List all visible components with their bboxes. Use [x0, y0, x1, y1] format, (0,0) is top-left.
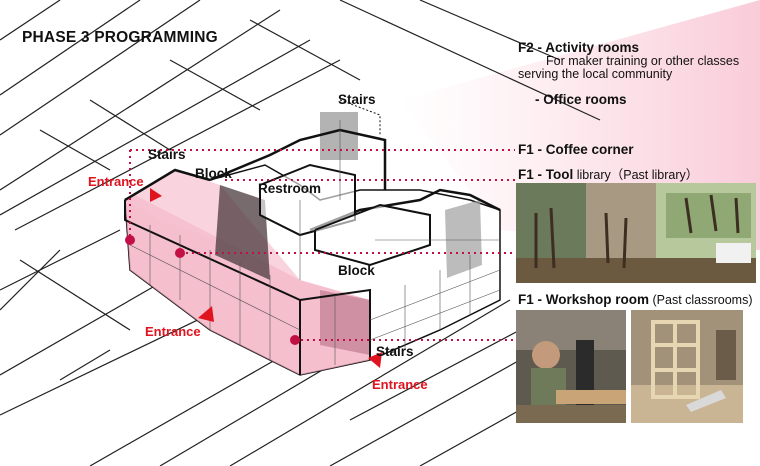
- stairs-label-bottom: Stairs: [376, 344, 414, 359]
- f1-tool-library-label: F1 - Tool library（Past library）: [518, 164, 698, 183]
- page-title: PHASE 3 PROGRAMMING: [22, 29, 218, 46]
- building-massing: [124, 99, 501, 376]
- f1-workshop-rest: (Past classrooms): [649, 293, 753, 307]
- f2-activity-rooms-title: F2 - Activity rooms: [518, 40, 640, 55]
- f1-workshop-bold: F1 - Workshop room: [518, 292, 650, 307]
- f1-tool-bold: F1 - Tool: [518, 167, 574, 182]
- entrance-arrows: [150, 188, 382, 368]
- leader-lines: [129, 149, 515, 341]
- restroom-label: Restroom: [258, 181, 322, 196]
- leader-dots: [125, 235, 300, 345]
- f2-activity-desc-line1: For maker training or other classes: [546, 54, 740, 68]
- entrance-label-left: Entrance: [88, 174, 144, 189]
- building-grid: [129, 120, 501, 365]
- stairs-label-top: Stairs: [338, 92, 376, 107]
- tool-library-photo: [516, 183, 756, 283]
- entrance-label-middle: Entrance: [145, 324, 201, 339]
- block-label-left: Block: [195, 166, 232, 181]
- f2-office-rooms: - Office rooms: [535, 92, 627, 107]
- f1-tool-rest: library（Past library）: [573, 168, 699, 182]
- entrance-label-bottom: Entrance: [372, 377, 428, 392]
- workshop-photo-drilling: [516, 310, 626, 423]
- workshop-photo-woodframe: [631, 310, 743, 423]
- block-label-right: Block: [338, 263, 375, 278]
- stairs-label-left: Stairs: [148, 147, 186, 162]
- f2-activity-desc-line2: serving the local community: [518, 67, 673, 81]
- f1-coffee-corner: F1 - Coffee corner: [518, 142, 634, 157]
- f1-workshop-room-label: F1 - Workshop room (Past classrooms): [518, 292, 753, 307]
